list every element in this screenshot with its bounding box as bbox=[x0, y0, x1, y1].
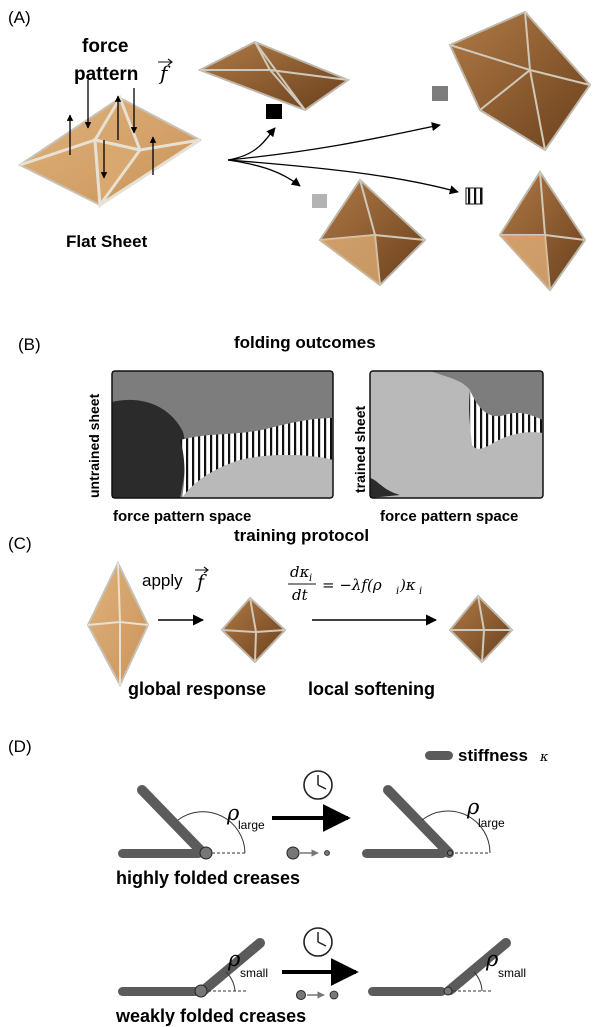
sheet-folded-2 bbox=[448, 594, 514, 664]
outcome-shape-4 bbox=[498, 170, 587, 292]
rho-small-sub-1: small bbox=[240, 966, 268, 980]
highly-folded-caption: highly folded creases bbox=[116, 868, 300, 888]
weakly-folded-caption: weakly folded creases bbox=[115, 1006, 306, 1026]
force-word: force bbox=[82, 36, 128, 57]
panel-b-label: (B) bbox=[18, 335, 41, 354]
outcome-marker-grey bbox=[432, 86, 448, 101]
highly-folded-after bbox=[362, 785, 491, 858]
rho-small-sub-2: small bbox=[498, 966, 526, 980]
rho-large-sub-1: large bbox=[238, 818, 265, 832]
pattern-word: pattern bbox=[74, 64, 138, 85]
weakly-folded-after bbox=[368, 938, 511, 996]
svg-text:i: i bbox=[309, 573, 312, 584]
svg-text:= −λf(ρ: = −λf(ρ bbox=[322, 576, 382, 594]
outcome-marker-light bbox=[312, 194, 327, 208]
untrained-ylabel: untrained sheet bbox=[86, 393, 102, 498]
hinge-medium-icon bbox=[329, 990, 339, 1000]
rho-small-2: ρ bbox=[485, 947, 499, 971]
svg-text:dκ: dκ bbox=[290, 563, 310, 581]
rho-large-2: ρ bbox=[466, 795, 480, 819]
rho-small-1: ρ bbox=[227, 947, 241, 971]
panel-a-label: (A) bbox=[8, 8, 31, 27]
svg-text:dt: dt bbox=[292, 586, 309, 604]
flat-sheet-label: Flat Sheet bbox=[66, 232, 148, 251]
sheet-unfolded bbox=[86, 560, 150, 688]
rho-large-sub-2: large bbox=[478, 816, 505, 830]
panel-c-title: training protocol bbox=[234, 526, 369, 545]
force-arrows bbox=[66, 80, 157, 179]
outcome-arrows bbox=[227, 122, 459, 195]
trained-ylabel: trained sheet bbox=[352, 406, 368, 493]
panel-b-title: folding outcomes bbox=[234, 333, 376, 352]
stiffness-legend-label: stiffness bbox=[458, 746, 528, 765]
svg-text:)κ: )κ bbox=[399, 576, 416, 594]
apply-vector-arrow-icon bbox=[195, 566, 209, 574]
panel-c-label: (C) bbox=[8, 534, 32, 553]
hinge-large-icon bbox=[286, 846, 300, 860]
flat-sheet-illustration bbox=[18, 94, 202, 210]
apply-force-symbol: f bbox=[195, 571, 207, 593]
weakly-folded-before bbox=[118, 938, 265, 998]
outcome-marker-striped bbox=[465, 187, 483, 205]
hinge-small-icon bbox=[324, 850, 330, 856]
stiffness-legend-bar bbox=[425, 751, 453, 760]
untrained-region-map bbox=[111, 370, 334, 499]
trained-xlabel: force pattern space bbox=[380, 508, 518, 525]
untrained-xlabel: force pattern space bbox=[113, 508, 251, 525]
clock-icon bbox=[303, 770, 333, 800]
panel-d-label: (D) bbox=[8, 737, 32, 756]
outcome-shape-3 bbox=[318, 178, 427, 287]
local-softening-caption: local softening bbox=[308, 679, 435, 699]
outcome-shape-2 bbox=[448, 10, 592, 152]
trained-region-map bbox=[369, 370, 544, 499]
rho-large-1: ρ bbox=[226, 801, 240, 825]
stiffness-legend-symbol: κ bbox=[539, 750, 549, 765]
softening-equation: dκ i dt = −λf(ρ i )κ i bbox=[288, 563, 422, 604]
outcome-shape-1 bbox=[197, 40, 351, 112]
outcome-marker-black bbox=[266, 104, 282, 119]
svg-text:i: i bbox=[419, 586, 422, 597]
clock-icon bbox=[303, 927, 333, 957]
vector-arrow-icon bbox=[158, 58, 173, 66]
apply-label: apply bbox=[142, 571, 183, 590]
global-response-caption: global response bbox=[128, 679, 266, 699]
sheet-folded-1 bbox=[220, 596, 287, 664]
highly-folded-before bbox=[118, 785, 246, 860]
svg-text:i: i bbox=[396, 586, 399, 597]
hinge-medium-icon bbox=[296, 990, 306, 1000]
